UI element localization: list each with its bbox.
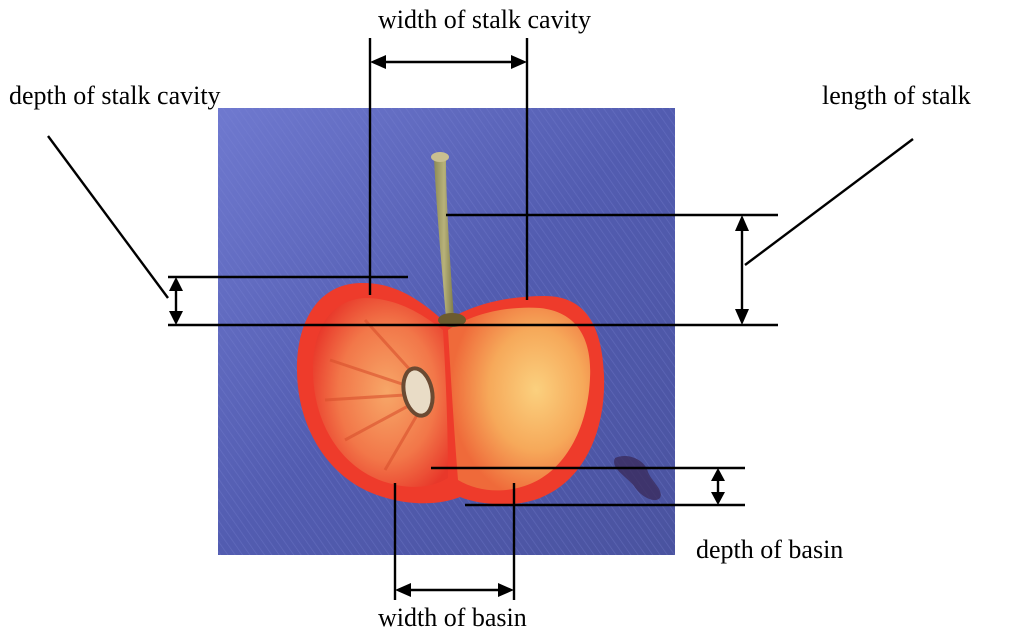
stalk-cavity-depth-pointer bbox=[48, 136, 168, 298]
stalk-length-pointer bbox=[745, 139, 913, 265]
stalk-tip bbox=[431, 152, 449, 162]
label-width-of-basin: width of basin bbox=[378, 603, 527, 632]
label-depth-of-basin: depth of basin bbox=[696, 535, 843, 564]
label-length-of-stalk: length of stalk bbox=[822, 81, 971, 110]
label-width-of-stalk-cavity: width of stalk cavity bbox=[378, 5, 591, 34]
cherry-photo bbox=[218, 108, 675, 555]
label-depth-of-stalk-cavity: depth of stalk cavity bbox=[9, 81, 221, 110]
